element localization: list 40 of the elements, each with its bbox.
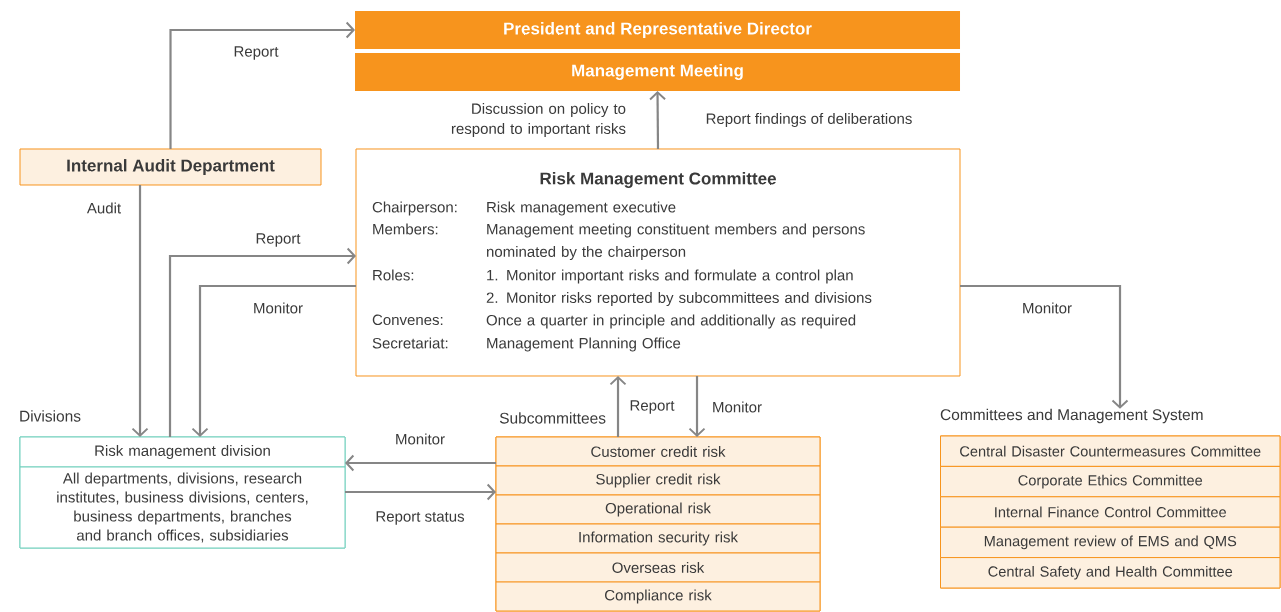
row-cell: Corporate Ethics Committee xyxy=(940,465,1281,498)
edge-label: Monitor xyxy=(252,301,304,315)
arrow xyxy=(688,376,706,437)
row-cell: Compliance risk xyxy=(495,581,821,612)
edge-label: Report xyxy=(628,399,676,415)
edge-label: Monitor xyxy=(1021,301,1073,315)
edge-label: Report findings of deliberations xyxy=(704,112,914,128)
edge-label: Audit xyxy=(85,201,123,215)
note-text: Discussion on policy to respond to important risks xyxy=(451,103,626,137)
row-cell: Supplier credit risk xyxy=(495,465,821,496)
row-cell: Management review of EMS and QMS xyxy=(940,526,1281,559)
arrow xyxy=(649,91,667,149)
arrow xyxy=(345,454,496,472)
group-heading: Subcommittees xyxy=(499,412,606,424)
row-cell: Information security risk xyxy=(495,523,821,554)
edge-label: Report status xyxy=(374,510,466,526)
arrow xyxy=(131,185,149,437)
edge-label: Monitor xyxy=(711,400,763,414)
edge-label: Report xyxy=(232,45,280,61)
arrow xyxy=(609,376,627,437)
group-heading: Divisions xyxy=(20,410,81,422)
committee-box: Risk Management Committee Chairperson: Risk management executive Members: Management meeting constituent members and persons nominated by the chairperson Roles: 1. Monitor important risks and formulate a control plan 2. Monitor risks reported by subcommittees and divisions Convenes: Once a quarter in principle and additionally as required Secretariat: Management Planning Office xyxy=(355,148,961,377)
row-cell: Risk management division xyxy=(19,436,346,468)
row-cell: Customer credit risk xyxy=(495,436,821,467)
row-cell: Operational risk xyxy=(495,494,821,525)
title-band: Management Meeting xyxy=(355,53,960,91)
arrow xyxy=(345,483,496,501)
arrow xyxy=(169,21,355,149)
department-box: Internal Audit Department xyxy=(19,148,322,186)
row-cell: Internal Finance Control Committee xyxy=(940,496,1281,528)
edge-label: Report xyxy=(254,232,302,248)
row-cell: Central Safety and Health Committee xyxy=(940,557,1281,589)
arrow xyxy=(168,247,356,437)
arrow xyxy=(960,284,1129,409)
arrow xyxy=(191,284,356,437)
group-heading: Committees and Management System xyxy=(940,408,1203,424)
title-band: President and Representative Director xyxy=(355,11,960,49)
row-cell: Overseas risk xyxy=(495,552,821,583)
edge-label: Monitor xyxy=(394,432,446,446)
row-cell: Central Disaster Countermeasures Committee xyxy=(940,435,1281,467)
